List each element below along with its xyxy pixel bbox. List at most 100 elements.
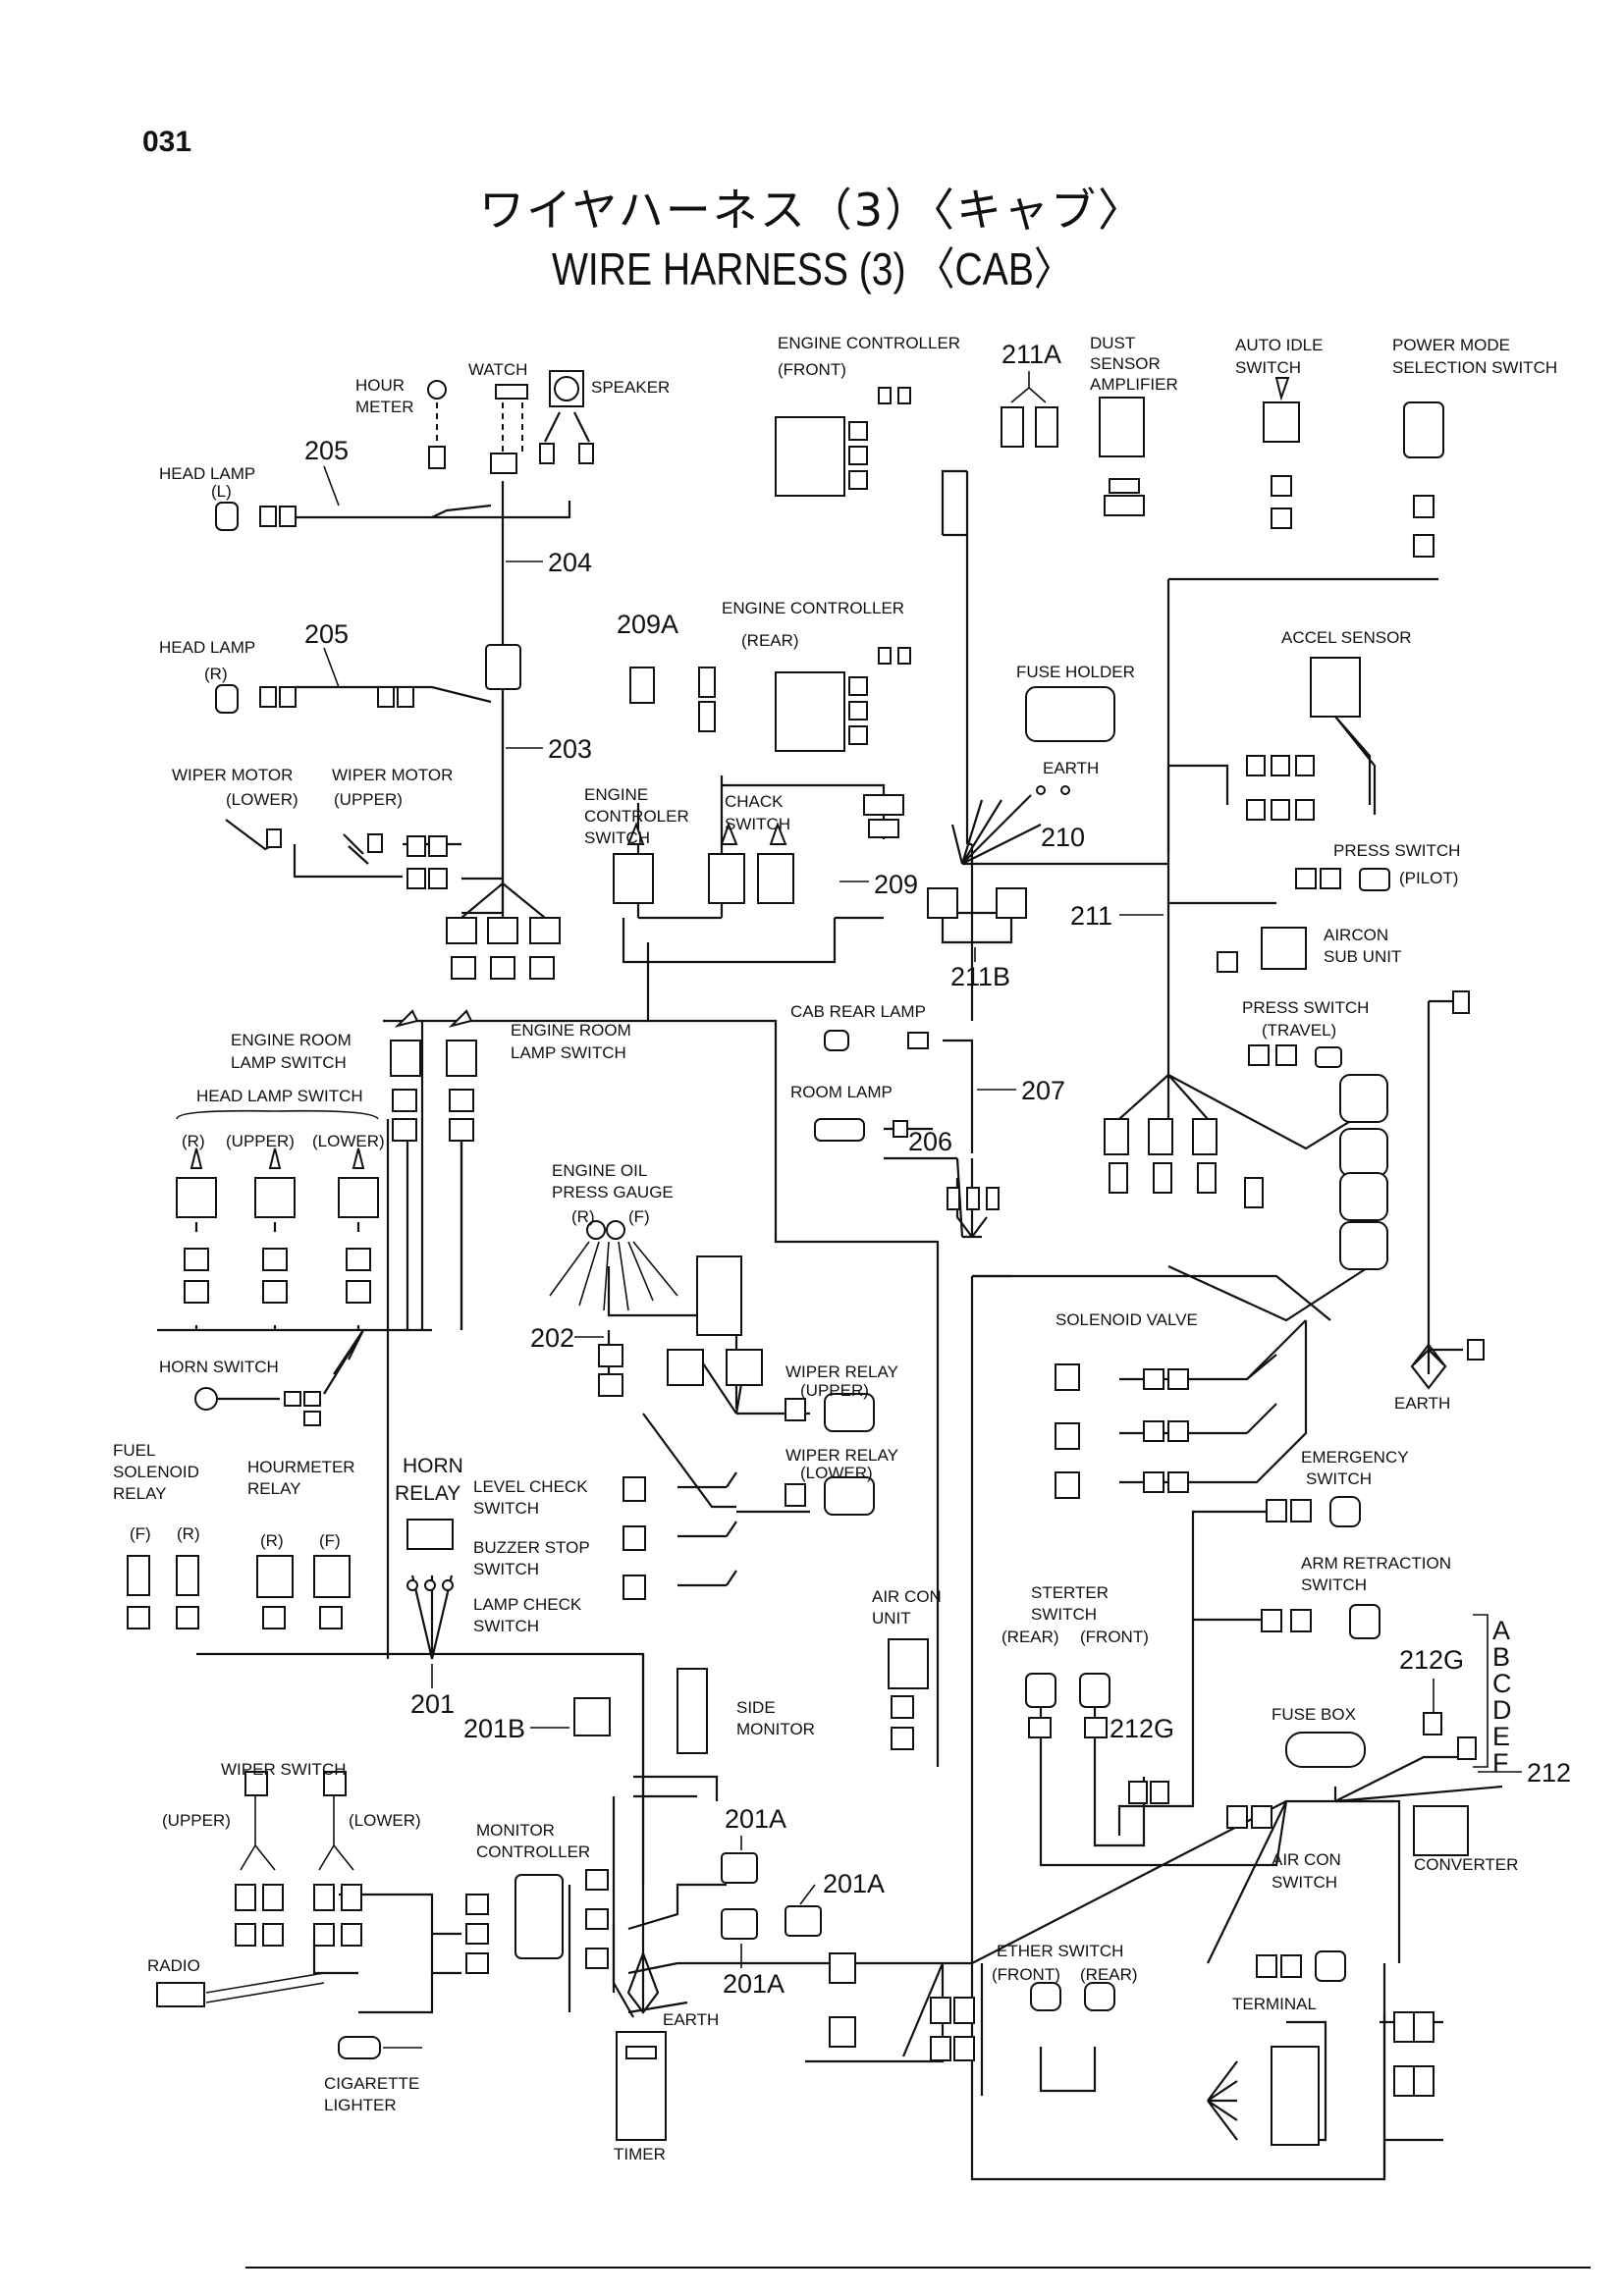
earth-mid-icon — [1036, 785, 1046, 795]
label-air-con-switch-1: AIR CON — [1272, 1850, 1341, 1869]
callout-211: 211 — [1070, 901, 1112, 931]
label-power-mode-2: SELECTION SWITCH — [1392, 358, 1557, 377]
terminal-icon — [1271, 2046, 1320, 2146]
hourmeter-relay-f-icon — [313, 1555, 351, 1598]
fuel-solenoid-relay-f-icon — [127, 1555, 150, 1596]
callout-201b: 201B — [463, 1714, 525, 1743]
label-aircon-sub-unit-2: SUB UNIT — [1324, 947, 1401, 966]
emergency-switch-icon — [1329, 1496, 1361, 1527]
lamp-check-switch-icon — [623, 1575, 646, 1600]
label-engine-room-lamp-switch-a-2: LAMP SWITCH — [231, 1053, 347, 1072]
label-hls-upper: (UPPER) — [226, 1132, 295, 1150]
label-press-switch-pilot-2: (PILOT) — [1399, 869, 1458, 887]
label-engine-room-lamp-switch-a-1: ENGINE ROOM — [231, 1031, 352, 1049]
label-earth-bottom: EARTH — [663, 2010, 719, 2029]
engine-room-lamp-switch-b-icon — [446, 1040, 477, 1077]
callout-212g-bottom: 212G — [1110, 1714, 1174, 1743]
label-ether-switch-3: (REAR) — [1080, 1965, 1138, 1984]
callout-205b: 205 — [304, 619, 349, 649]
label-auto-idle-2: SWITCH — [1235, 358, 1301, 377]
label-watch: WATCH — [468, 360, 527, 379]
label-ws-upper: (UPPER) — [162, 1811, 231, 1830]
ether-switch-rear-icon — [1084, 1982, 1115, 2011]
label-horn-relay-1: HORN — [403, 1455, 463, 1477]
press-switch-pilot-icon — [1359, 868, 1390, 891]
callout-206: 206 — [908, 1127, 952, 1156]
label-emergency-2: SWITCH — [1306, 1469, 1372, 1488]
label-room-lamp: ROOM LAMP — [790, 1083, 893, 1101]
connector-212g-bottom — [1128, 1781, 1148, 1804]
side-monitor-icon — [677, 1668, 708, 1754]
label-engine-controller-front-2: (FRONT) — [778, 360, 846, 379]
label-earth-mid: EARTH — [1043, 759, 1099, 777]
label-buzzer-stop-2: SWITCH — [473, 1560, 539, 1578]
label-press-switch-pilot-1: PRESS SWITCH — [1333, 841, 1460, 860]
engine-oil-press-gauge-f-icon — [606, 1220, 625, 1240]
solenoid-valve-3-icon — [1055, 1471, 1080, 1499]
hourmeter-relay-r-icon — [256, 1555, 294, 1598]
component-labels: HEAD LAMP (L) HOUR METER WATCH SPEAKER H… — [113, 334, 1557, 2163]
label-wiper-motor-upper-1: WIPER MOTOR — [332, 766, 453, 784]
label-aircon-sub-unit-1: AIRCON — [1324, 926, 1388, 944]
label-terminal: TERMINAL — [1232, 1995, 1317, 2013]
label-accel-sensor: ACCEL SENSOR — [1281, 628, 1412, 647]
label-auto-idle-1: AUTO IDLE — [1235, 336, 1323, 354]
sterter-switch-rear-icon — [1025, 1673, 1056, 1708]
accel-sensor-icon — [1310, 657, 1361, 718]
wiper-relay-upper-icon — [824, 1393, 875, 1432]
fuse-holder-icon — [1025, 686, 1115, 742]
label-hourmeter-relay-2: RELAY — [247, 1479, 301, 1498]
connector-209a — [629, 667, 655, 704]
label-fuel-3: RELAY — [113, 1484, 167, 1503]
label-wiper-relay-upper-2: (UPPER) — [800, 1381, 869, 1400]
earth-right-icon — [1410, 1343, 1447, 1390]
label-engine-oil-1: ENGINE OIL — [552, 1161, 647, 1180]
label-side-monitor-2: MONITOR — [736, 1720, 815, 1738]
fuse-letter-c: C — [1492, 1669, 1512, 1698]
page-number: 031 — [142, 126, 192, 158]
callout-209: 209 — [874, 870, 918, 899]
engine-controler-switch-icon — [613, 853, 654, 904]
label-head-lamp-l-side: (L) — [211, 482, 232, 501]
label-chack-switch-2: SWITCH — [725, 815, 790, 833]
title-english: WIRE HARNESS (3) 〈CAB〉 — [551, 243, 1073, 294]
label-emergency-1: EMERGENCY — [1301, 1448, 1409, 1467]
dust-sensor-amplifier-icon — [1099, 397, 1145, 457]
auto-idle-switch-icon — [1263, 401, 1300, 443]
connector-201a-1 — [721, 1852, 758, 1884]
label-head-lamp-l: HEAD LAMP — [159, 464, 255, 483]
label-wiper-relay-lower-2: (LOWER) — [800, 1464, 873, 1482]
label-hmr-f: (F) — [319, 1531, 341, 1550]
watch-icon — [495, 384, 528, 400]
label-press-switch-travel-1: PRESS SWITCH — [1242, 998, 1369, 1017]
label-cigarette-2: LIGHTER — [324, 2096, 397, 2114]
air-con-unit-icon — [888, 1638, 929, 1689]
label-dust-sensor-2: SENSOR — [1090, 354, 1161, 373]
label-wiper-relay-upper-1: WIPER RELAY — [785, 1362, 898, 1381]
fuse-box-icon — [1285, 1732, 1366, 1768]
label-level-check-1: LEVEL CHECK — [473, 1477, 588, 1496]
label-arm-retraction-1: ARM RETRACTION — [1301, 1554, 1451, 1573]
label-chack-switch-1: CHACK — [725, 792, 784, 811]
label-timer: TIMER — [614, 2145, 666, 2163]
callout-210: 210 — [1041, 823, 1085, 852]
label-ws-lower: (LOWER) — [349, 1811, 421, 1830]
label-ss-front: (FRONT) — [1080, 1628, 1149, 1646]
chack-switch-left-icon — [708, 853, 745, 904]
engine-oil-press-gauge-r-icon — [586, 1220, 606, 1240]
connector-212g-top — [1423, 1712, 1442, 1735]
wiper-relay-lower-icon — [824, 1476, 875, 1516]
air-con-switch-icon — [1315, 1950, 1346, 1982]
aircon-sub-unit-icon — [1261, 927, 1307, 970]
callout-205a: 205 — [304, 436, 349, 465]
label-lamp-check-2: SWITCH — [473, 1617, 539, 1635]
fuel-solenoid-relay-r-icon — [176, 1555, 199, 1596]
label-engine-controler-switch-2: CONTROLER — [584, 807, 689, 826]
callout-212: 212 — [1527, 1758, 1571, 1788]
head-lamp-switch-upper-icon — [254, 1177, 296, 1218]
solenoid-valve-2-icon — [1055, 1422, 1080, 1450]
label-hmr-r: (R) — [260, 1531, 284, 1550]
solenoid-coil-3 — [1339, 1172, 1388, 1221]
wiper-switch-upper-icon — [244, 1771, 268, 1796]
label-solenoid-valve: SOLENOID VALVE — [1056, 1310, 1198, 1329]
